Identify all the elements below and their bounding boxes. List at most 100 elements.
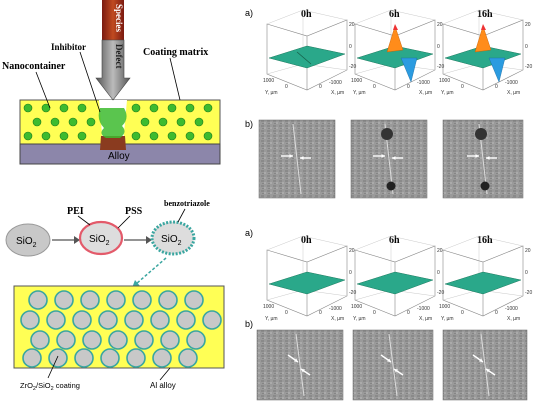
inhibitor-label: Inhibitor <box>51 42 86 52</box>
embedded-particle <box>132 290 152 310</box>
x-axis-label: X, µm <box>507 90 520 96</box>
embedded-particle <box>74 348 94 368</box>
nanocontainer-dot <box>77 131 87 141</box>
embedded-particle <box>150 310 170 330</box>
x-tick: 0 <box>495 84 498 90</box>
surface-mesh <box>444 271 522 295</box>
y-tick: 1000 <box>439 78 450 84</box>
surface-mesh <box>356 45 434 69</box>
nanocontainer-dot <box>203 131 213 141</box>
defect-arrow <box>95 39 131 101</box>
surface-mesh <box>356 271 434 295</box>
time-label: 6h <box>389 235 400 246</box>
embedded-particle <box>30 330 50 350</box>
inhibitor-release <box>98 108 127 138</box>
time-label: 16h <box>477 235 493 246</box>
z-tick: 20 <box>525 22 531 28</box>
species-label: Species <box>114 4 124 32</box>
nanocontainer-dot <box>149 103 159 113</box>
coating-label-pointer <box>47 355 59 379</box>
embedded-particle <box>72 310 92 330</box>
benzotriazole-pointer <box>177 208 186 223</box>
z-tick: -20 <box>525 64 532 70</box>
z-tick: 0 <box>525 44 528 50</box>
nanocontainer-dot <box>176 117 186 127</box>
defect-label: Defect <box>114 44 124 68</box>
nanocontainer-dot <box>23 131 33 141</box>
z-tick: 0 <box>437 270 440 276</box>
nanocontainer-label: Nanocontainer <box>2 61 66 72</box>
embedded-particle <box>186 330 206 350</box>
embedded-particle <box>176 310 196 330</box>
y-tick: 1000 <box>263 78 274 84</box>
panel-a-label-bottom: a) <box>245 228 253 238</box>
embedded-particle <box>20 310 40 330</box>
time-label: 6h <box>389 9 400 20</box>
time-label: 0h <box>301 9 312 20</box>
z-tick: 0 <box>525 270 528 276</box>
nanocontainer-dots <box>23 103 213 141</box>
nanocontainer-dot <box>50 117 60 127</box>
embedded-particle <box>48 348 68 368</box>
surface-plots: 0h 20 0 -20 1000 0 0 -1000 Y, µm X, µm 6h 20 0 -20 100… <box>263 9 532 322</box>
z-tick: -20 <box>349 64 356 70</box>
dashed-arrow <box>135 257 167 285</box>
nanocontainer-dot <box>194 117 204 127</box>
x-tick: -1000 <box>505 80 518 86</box>
y-tick: 1000 <box>263 304 274 310</box>
nanocontainer-dot <box>41 131 51 141</box>
embedded-particle <box>80 290 100 310</box>
embedded-particle <box>158 290 178 310</box>
embedded-particle <box>56 330 76 350</box>
embedded-particle <box>46 310 66 330</box>
embedded-particle <box>134 330 154 350</box>
species-arrow-body <box>102 0 124 40</box>
z-tick: 20 <box>437 248 443 254</box>
x-axis-label: X, µm <box>419 316 432 322</box>
embedded-particle <box>160 330 180 350</box>
y-tick: 1000 <box>351 78 362 84</box>
sio2-particle-bare <box>5 223 51 257</box>
y-tick: 1000 <box>351 304 362 310</box>
x-axis-label: X, µm <box>419 90 432 96</box>
z-tick: 0 <box>349 44 352 50</box>
nanocontainer-dot <box>203 103 213 113</box>
arrow-1-head <box>74 236 80 244</box>
x-tick: 0 <box>319 310 322 316</box>
y-axis-label: Y, µm <box>441 90 454 96</box>
sio2-label-1: SiO2 <box>16 236 37 249</box>
y-axis-label: Y, µm <box>265 90 278 96</box>
nanocontainer-dot <box>149 131 159 141</box>
pss-pointer <box>117 215 131 229</box>
nanocontainer-pointer <box>35 71 51 109</box>
embedded-particle <box>108 330 128 350</box>
embedded-particles <box>20 290 222 368</box>
pei-pointer <box>77 215 91 226</box>
al-alloy-label: Al alloy <box>150 381 176 390</box>
nanocontainer-dot <box>23 103 33 113</box>
al-alloy-pointer <box>159 367 171 381</box>
surface-mesh <box>268 271 346 295</box>
y-axis-label: Y, µm <box>353 316 366 322</box>
x-tick: 0 <box>495 310 498 316</box>
anodic-peak <box>474 25 492 53</box>
embedded-particle <box>100 348 120 368</box>
nanocontainer-dot <box>185 103 195 113</box>
nanocontainer-dot <box>77 103 87 113</box>
corrosion-spot <box>100 136 126 150</box>
micrograph-top-2 <box>442 119 524 199</box>
nanocontainer-dot <box>167 103 177 113</box>
z-tick: -20 <box>437 290 444 296</box>
sio2-label-3: SiO2 <box>161 234 182 247</box>
embedded-particle <box>184 290 204 310</box>
self-healing-schematic: Species Defect Inhibitor Nanocontainer C… <box>2 0 221 165</box>
panel-b-label-bottom: b) <box>245 319 253 329</box>
embedded-particle <box>22 348 42 368</box>
x-axis-label: X, µm <box>331 90 344 96</box>
z-tick: 0 <box>437 44 440 50</box>
time-label: 16h <box>477 9 493 20</box>
